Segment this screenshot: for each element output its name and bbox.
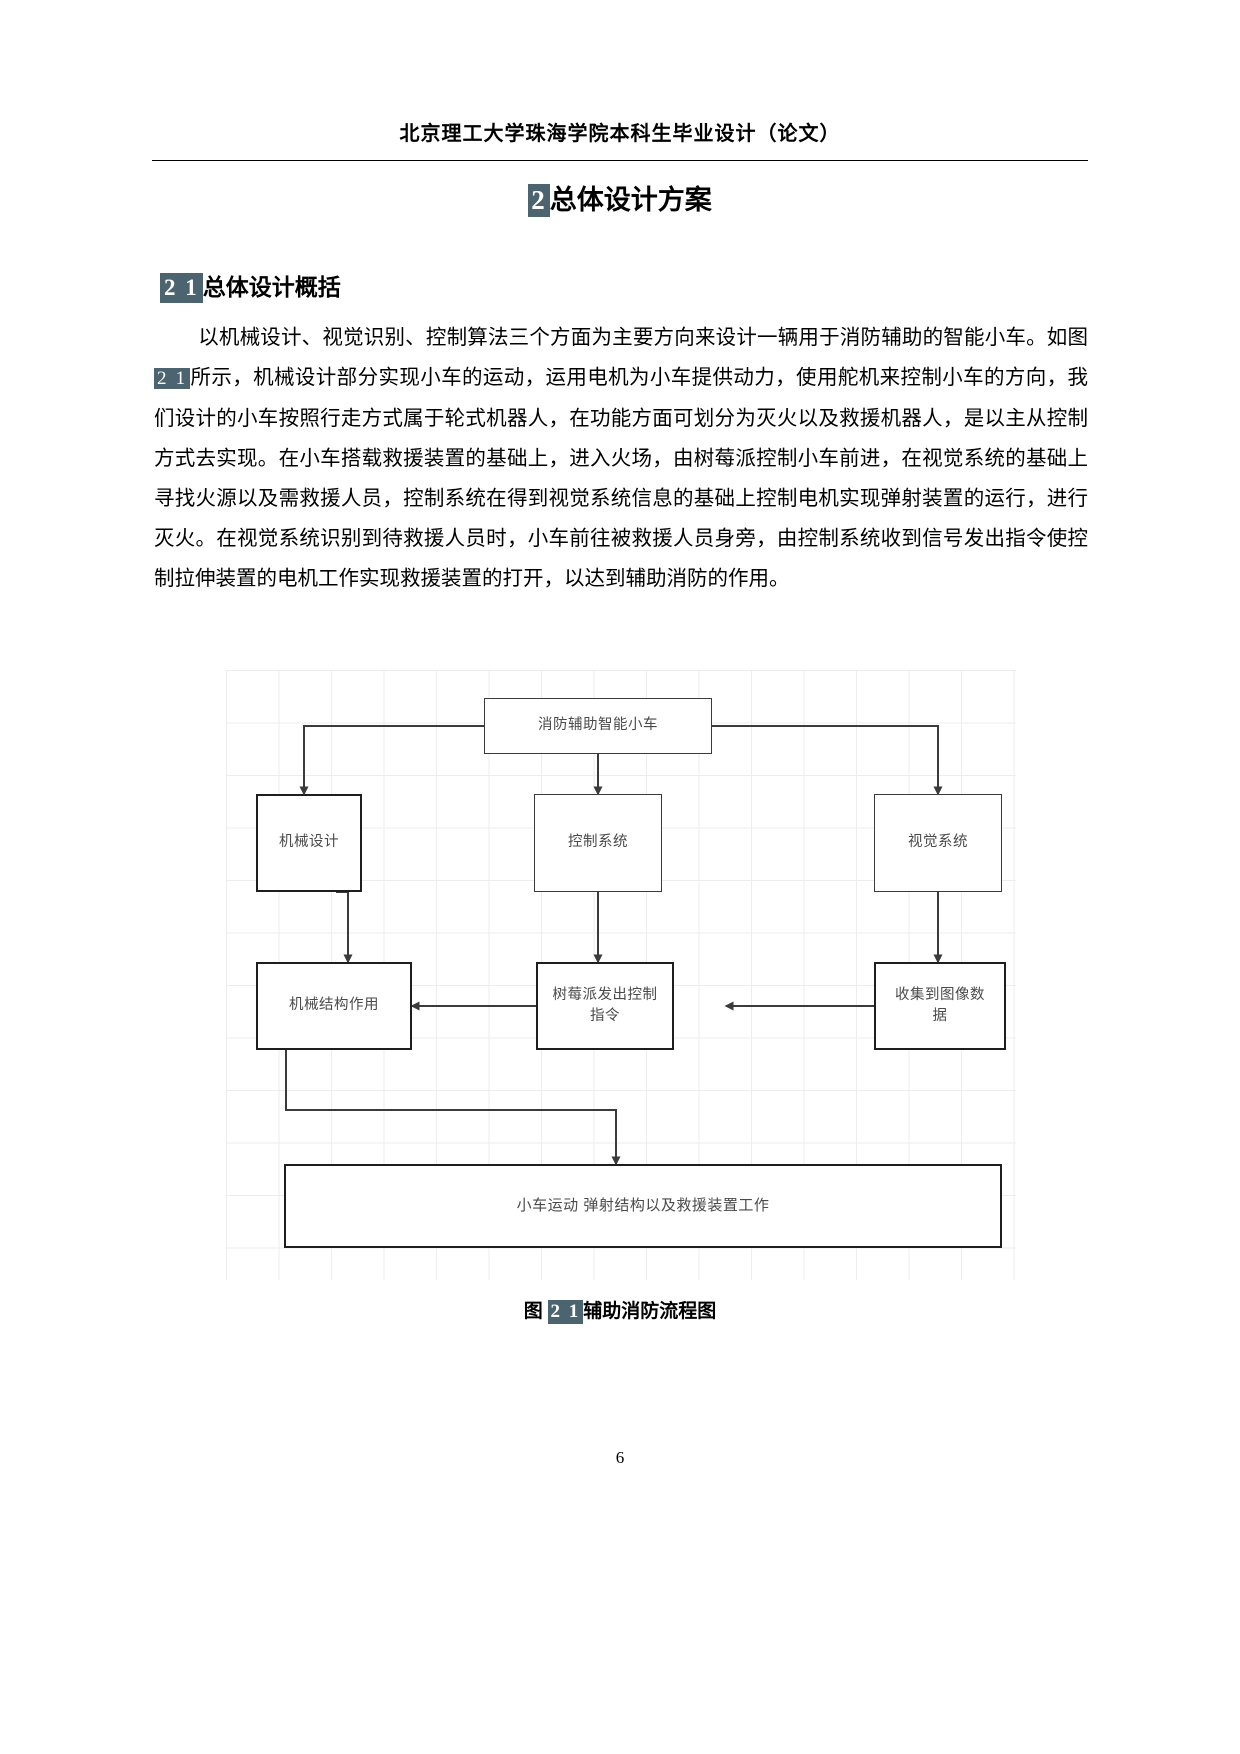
running-header: 北京理工大学珠海学院本科生毕业设计（论文） — [152, 122, 1088, 146]
flowchart-node-control-system-label: 控制系统 — [568, 834, 628, 851]
section-title-text: 总体设计概括 — [202, 275, 341, 300]
chapter-title-text: 总体设计方案 — [549, 185, 712, 215]
figure-reference: 2 1 — [154, 368, 191, 389]
body-paragraph: 以机械设计、视觉识别、控制算法三个方面为主要方向来设计一辆用于消防辅助的智能小车… — [154, 318, 1088, 599]
flowchart-node-root: 消防辅助智能小车 — [484, 698, 712, 754]
page-number: 6 — [615, 1448, 625, 1467]
flowchart-node-image-data-label: 收集到图像数据 — [895, 986, 985, 1024]
paragraph-part-1: 以机械设计、视觉识别、控制算法三个方面为主要方向来设计一辆用于消防辅助的智能小车… — [198, 327, 1088, 349]
figure-caption-text: 辅助消防流程图 — [583, 1301, 717, 1322]
flowchart-node-mech-design-label: 机械设计 — [279, 834, 339, 851]
edge-mech-design-to-structure — [336, 891, 353, 964]
flowchart-node-image-data: 收集到图像数据 — [874, 962, 1006, 1050]
edge-root-to-vision — [712, 725, 943, 796]
flowchart-node-vision-system-label: 视觉系统 — [908, 834, 968, 851]
flowchart-node-control-system: 控制系统 — [534, 794, 662, 892]
flowchart-node-bottom: 小车运动 弹射结构以及救援装置工作 — [284, 1164, 1002, 1248]
flowchart-node-bottom-label: 小车运动 弹射结构以及救援装置工作 — [516, 1197, 770, 1215]
chapter-number: 2 — [528, 184, 550, 217]
edge-root-to-mech-design — [299, 725, 484, 796]
figure-caption-prefix: 图 — [523, 1301, 543, 1322]
header-rule — [152, 160, 1088, 161]
figure-caption-number: 2 1 — [547, 1300, 584, 1324]
flowchart-connectors — [285, 725, 943, 1166]
flowchart-node-mech-structure: 机械结构作用 — [256, 962, 412, 1050]
paragraph-part-2: 所示，机械设计部分实现小车的运动，运用电机为小车提供动力，使用舵机来控制小车的方… — [154, 367, 1089, 590]
edge-structure-to-bottom — [285, 1050, 621, 1166]
section-number: 2 1 — [160, 273, 203, 303]
flowchart-node-vision-system: 视觉系统 — [874, 794, 1002, 892]
flowchart-node-rpi-command-label: 树莓派发出控制指令 — [552, 986, 658, 1024]
flowchart-node-rpi-command: 树莓派发出控制指令 — [536, 962, 674, 1050]
flowchart-node-mech-design: 机械设计 — [256, 794, 362, 892]
flowchart-figure: 消防辅助智能小车 机械设计 控制系统 视觉系统 机械结构作用 树莓派发出控制指令… — [226, 670, 1016, 1280]
flowchart-node-mech-structure-label: 机械结构作用 — [289, 997, 379, 1014]
flowchart-node-root-label: 消防辅助智能小车 — [538, 717, 658, 734]
header-title: 北京理工大学珠海学院本科生毕业设计（论文） — [399, 123, 841, 145]
